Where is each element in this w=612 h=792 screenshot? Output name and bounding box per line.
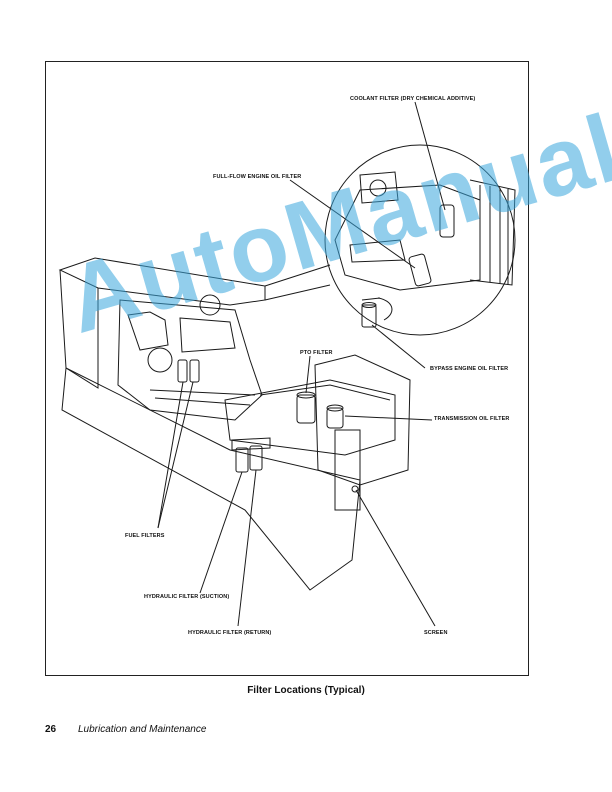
- right-compartment: [314, 354, 411, 486]
- label-fuel-filters: FUEL FILTERS: [125, 533, 165, 539]
- leader-fuel-a: [157, 381, 184, 529]
- figure-caption: Filter Locations (Typical): [247, 685, 365, 696]
- leader-fuel-b: [157, 381, 194, 529]
- section-title: Lubrication and Maintenance: [78, 724, 207, 735]
- label-hydraulic-filter-return: HYDRAULIC FILTER (RETURN): [188, 630, 272, 636]
- pto-filter: [296, 394, 316, 424]
- page-number: 26: [45, 724, 57, 735]
- label-screen: SCREEN: [424, 630, 448, 636]
- label-transmission-oil-filter: TRANSMISSION OIL FILTER: [434, 416, 510, 422]
- leader-pto: [305, 355, 311, 394]
- leader-bypass: [371, 324, 426, 369]
- label-pto-filter: PTO FILTER: [300, 350, 333, 356]
- engine-block: [117, 299, 263, 421]
- detail-circle: [324, 144, 516, 336]
- leader-coolant: [414, 101, 446, 211]
- label-hydraulic-filter-suction: HYDRAULIC FILTER (SUCTION): [144, 594, 230, 600]
- leader-hyd-suction: [199, 471, 243, 594]
- leader-full-flow: [289, 179, 416, 269]
- fuel-filter-2: [189, 359, 200, 383]
- screen-fitting: [351, 485, 359, 493]
- tractor-lower-body: [61, 367, 361, 591]
- label-coolant-filter: COOLANT FILTER (DRY CHEMICAL ADDITIVE): [350, 96, 476, 102]
- leader-transmission: [344, 415, 433, 421]
- label-bypass-oil-filter: BYPASS ENGINE OIL FILTER: [430, 366, 509, 372]
- leader-hyd-return: [237, 469, 257, 627]
- fuel-filter-1: [177, 359, 188, 383]
- leader-screen: [355, 489, 436, 627]
- transmission-oil-filter: [326, 407, 344, 429]
- bypass-oil-filter: [361, 304, 377, 328]
- hydraulic-filter-return: [249, 445, 263, 471]
- tractor-side-panel: [59, 269, 99, 389]
- figure-frame: [45, 61, 529, 676]
- label-full-flow-oil-filter: FULL-FLOW ENGINE OIL FILTER: [213, 174, 302, 180]
- full-flow-oil-filter: [408, 253, 432, 287]
- coolant-filter: [439, 204, 455, 238]
- transmission-housing: [224, 379, 396, 456]
